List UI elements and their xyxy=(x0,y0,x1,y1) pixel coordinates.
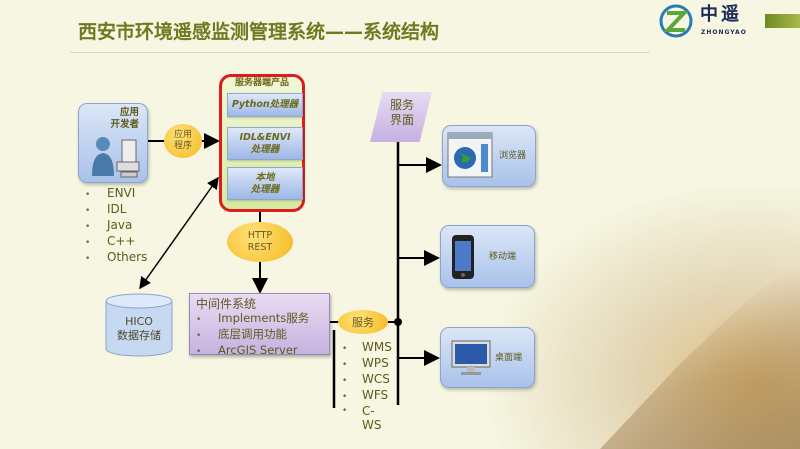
middleware-title: 中间件系统 xyxy=(196,297,257,311)
logo-z-icon xyxy=(659,4,693,38)
service-type-item: WCS xyxy=(342,372,396,388)
language-item: Others xyxy=(85,250,147,266)
mobile-label: 移动端 xyxy=(489,252,517,262)
slide-title: 西安市环境遥感监测管理系统——系统结构 xyxy=(78,21,440,43)
storage-label-1: HICO xyxy=(125,315,153,328)
service-interface-label: 服务界面 xyxy=(389,98,414,127)
header-accent-bar xyxy=(765,14,800,28)
service-type-item: C-WS xyxy=(342,404,396,432)
storage-label-2: 数据存储 xyxy=(117,329,161,342)
browser-client-box: 浏览器 xyxy=(442,125,536,187)
middleware-item: ArcGIS Server xyxy=(196,343,323,359)
developer-languages-list: ENVI IDL Java C++ Others xyxy=(85,186,147,266)
app-program-ellipse: 应用程序 xyxy=(164,124,202,158)
service-types-list: WMS WPS WCS WFS C-WS xyxy=(342,340,396,432)
app-program-label-2: 程序 xyxy=(173,141,192,151)
logo-text-en: ZHONGYAO xyxy=(701,29,747,36)
logo-text-cn: 中遥 xyxy=(700,4,742,25)
hico-storage-cylinder: HICO 数据存储 xyxy=(105,293,173,357)
desktop-monitor-icon xyxy=(451,340,491,375)
server-products-title: 服务器端产品 xyxy=(234,78,289,88)
middleware-system-box: 中间件系统 Implements服务 底层调用功能 ArcGIS Server xyxy=(189,293,330,357)
mobile-client-box: 移动端 xyxy=(440,225,535,288)
middleware-item: 底层调用功能 xyxy=(196,327,323,343)
service-ellipse: 服务 xyxy=(338,310,388,334)
app-developer-box: 应用 开发者 xyxy=(78,103,148,183)
language-item: ENVI xyxy=(85,186,147,202)
service-type-c-ws: C-WS xyxy=(362,404,382,432)
rest-label: REST xyxy=(247,242,273,253)
browser-window-icon xyxy=(447,132,493,178)
service-interface-shape xyxy=(370,92,432,142)
zhongyao-logo: 中遥 ZHONGYAO xyxy=(658,4,758,40)
local-processor: 本地处理器 xyxy=(227,167,303,200)
service-type-item: WPS xyxy=(342,356,396,372)
python-processor: Python处理器 xyxy=(227,93,303,117)
desktop-client-box: 桌面端 xyxy=(440,327,535,388)
service-label: 服务 xyxy=(352,315,374,329)
service-type-item: WFS xyxy=(342,388,396,404)
desktop-label: 桌面端 xyxy=(495,353,523,363)
title-divider xyxy=(70,52,650,53)
middleware-item: Implements服务 xyxy=(196,311,323,327)
storage-server-arrow xyxy=(139,176,219,290)
language-item: IDL xyxy=(85,202,147,218)
language-item: Java xyxy=(85,218,147,234)
developer-label-1: 应用 xyxy=(119,107,139,118)
service-type-item: WMS xyxy=(342,340,396,356)
mobile-phone-icon xyxy=(452,235,474,279)
language-item: C++ xyxy=(85,234,147,250)
developer-label-2: 开发者 xyxy=(110,119,139,130)
http-label: HTTP xyxy=(247,230,273,241)
app-program-label-1: 应用 xyxy=(173,130,192,140)
developer-computer-icon xyxy=(92,137,140,178)
browser-label: 浏览器 xyxy=(499,151,527,161)
